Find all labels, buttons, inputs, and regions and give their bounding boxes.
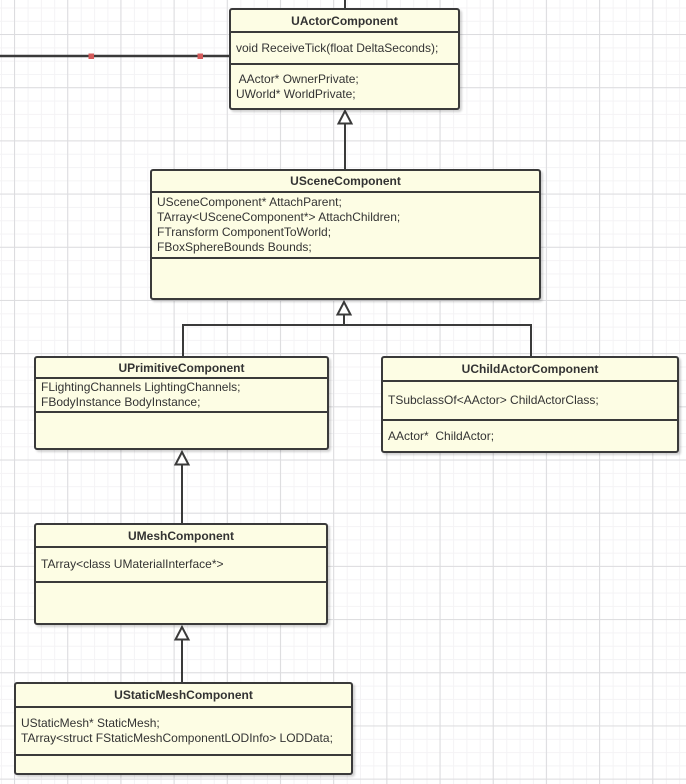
field-line: TSubclassOf<AActor> ChildActorClass;	[388, 393, 599, 407]
edge-offcanvas-left-to-uactor[interactable]	[0, 53, 230, 60]
method-line: void ReceiveTick(float DeltaSeconds);	[236, 40, 439, 55]
class-umeshcomponent[interactable]: UMeshComponent TArray<class UMaterialInt…	[34, 523, 328, 625]
class-uchildactorcomponent[interactable]: UChildActorComponent TSubclassOf<AActor>…	[381, 356, 679, 453]
field-line: TArray<struct FStaticMeshComponentLODInf…	[21, 731, 333, 745]
field-line: UWorld* WorldPrivate;	[236, 86, 356, 101]
class-title: USceneComponent	[152, 171, 539, 193]
field-line: FLightingChannels LightingChannels;	[41, 380, 241, 394]
field-line: FTransform ComponentToWorld;	[157, 225, 332, 239]
class-empty-section	[152, 259, 539, 298]
waypoint-marker[interactable]	[197, 53, 204, 60]
class-title: UActorComponent	[231, 10, 458, 33]
class-title: UStaticMeshComponent	[16, 684, 351, 708]
field-line: FBodyInstance BodyInstance;	[41, 395, 201, 409]
class-title: UMeshComponent	[36, 525, 326, 548]
class-fields-section: UStaticMesh* StaticMesh; TArray<struct F…	[16, 708, 351, 756]
class-empty-section	[16, 756, 351, 773]
class-uactorcomponent[interactable]: UActorComponent void ReceiveTick(float D…	[229, 8, 460, 110]
class-uscenecomponent[interactable]: USceneComponent USceneComponent* AttachP…	[150, 169, 541, 300]
class-fields-section: AActor* OwnerPrivate; UWorld* WorldPriva…	[231, 65, 458, 108]
field-line: AActor* ChildActor;	[388, 428, 495, 443]
field-line: UStaticMesh* StaticMesh;	[21, 716, 160, 730]
field-line: TArray<class UMaterialInterface*>	[41, 557, 224, 571]
class-ustaticmeshcomponent[interactable]: UStaticMeshComponent UStaticMesh* Static…	[14, 682, 353, 775]
class-empty-section	[36, 413, 327, 448]
field-line: USceneComponent* AttachParent;	[157, 195, 342, 209]
class-uprimitivecomponent[interactable]: UPrimitiveComponent FLightingChannels Li…	[34, 356, 329, 450]
class-methods-section: void ReceiveTick(float DeltaSeconds);	[231, 33, 458, 65]
inheritance-ustaticmesh-to-umesh[interactable]	[173, 624, 191, 683]
field-line: TArray<USceneComponent*> AttachChildren;	[157, 210, 401, 224]
class-title: UChildActorComponent	[383, 358, 677, 382]
field-line: FBoxSphereBounds Bounds;	[157, 240, 312, 254]
class-title: UPrimitiveComponent	[36, 358, 327, 379]
inheritance-uscene-to-uactor[interactable]	[336, 108, 354, 170]
class-fields-section: FLightingChannels LightingChannels; FBod…	[36, 379, 327, 413]
inheritance-umesh-to-uprimitive[interactable]	[173, 449, 191, 524]
field-line: AActor* OwnerPrivate;	[236, 71, 359, 86]
class-fields-section: TArray<class UMaterialInterface*>	[36, 548, 326, 583]
class-empty-section	[36, 583, 326, 623]
class-fields-section: TSubclassOf<AActor> ChildActorClass;	[383, 382, 677, 421]
class-fields-section: AActor* ChildActor;	[383, 421, 677, 451]
class-fields-section: USceneComponent* AttachParent; TArray<US…	[152, 193, 539, 259]
inheritance-uprimitive-uchildactor-to-uscene[interactable]	[182, 299, 532, 357]
waypoint-marker[interactable]	[88, 53, 95, 60]
